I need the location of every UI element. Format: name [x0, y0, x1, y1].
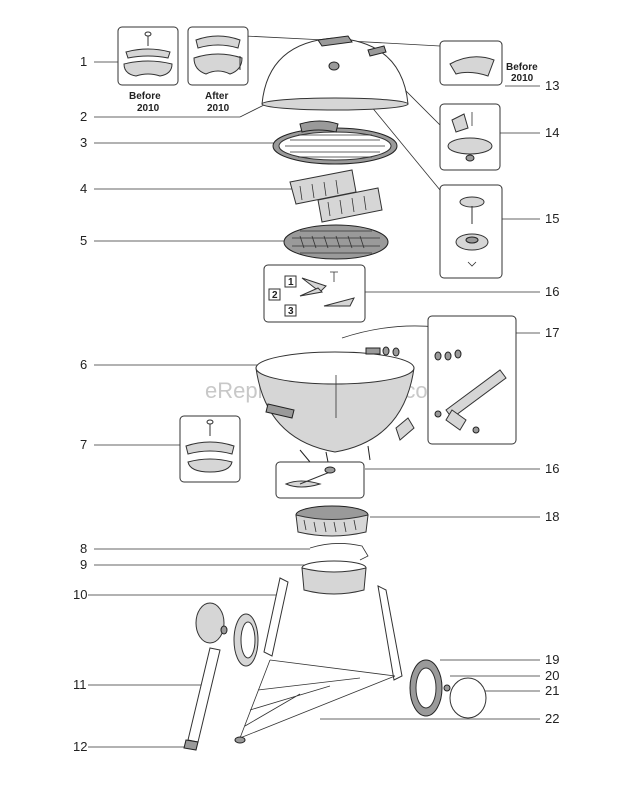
callout-17: 17	[545, 325, 559, 340]
callout-8: 8	[80, 541, 87, 556]
callout-10: 10	[73, 587, 87, 602]
one-touch-cleaning	[295, 505, 369, 537]
grill-legs	[234, 577, 403, 744]
callout-18: 18	[545, 509, 559, 524]
callout-14: 14	[545, 125, 559, 140]
callout-12: 12	[73, 739, 87, 754]
ash-blade-inset	[275, 461, 365, 499]
tool-hook-inset: 1 2 3	[263, 264, 366, 323]
caption-before-1-year: 2010	[137, 103, 160, 114]
inset-number-3: 3	[288, 306, 294, 317]
wheel-right	[409, 659, 487, 719]
wire-clip	[309, 543, 369, 561]
vent-inset-before: Before 2010	[439, 40, 538, 86]
grill-bowl	[255, 351, 415, 463]
thermometer-inset	[439, 184, 503, 279]
callout-4: 4	[80, 181, 87, 196]
callouts-right: 13 14 15 16 17 16 18 19 20 21 22	[545, 78, 559, 726]
cooking-grate	[272, 120, 398, 165]
callout-11: 11	[73, 677, 87, 692]
bowl-handle-inset	[179, 415, 241, 483]
callout-16-b: 16	[545, 461, 559, 476]
callout-21: 21	[545, 683, 559, 698]
callout-16-a: 16	[545, 284, 559, 299]
grill-lid	[261, 35, 409, 111]
callout-5: 5	[80, 233, 87, 248]
callout-22: 22	[545, 711, 559, 726]
callout-15: 15	[545, 211, 559, 226]
damper-inset	[439, 103, 501, 171]
handle-inset-after: After 2010	[187, 26, 249, 114]
callout-1: 1	[80, 54, 87, 69]
callout-6: 6	[80, 357, 87, 372]
wheel-left	[195, 602, 259, 667]
lid-holder-inset	[341, 315, 517, 445]
callout-19: 19	[545, 652, 559, 667]
charcoal-grate	[283, 224, 389, 260]
callout-7: 7	[80, 437, 87, 452]
leg-11	[183, 647, 221, 751]
caption-before-1: Before	[129, 91, 161, 102]
caption-after-1-year: 2010	[207, 103, 230, 114]
callout-13: 13	[545, 78, 559, 93]
handle-inset-before: Before 2010	[117, 26, 179, 114]
callout-3: 3	[80, 135, 87, 150]
callout-9: 9	[80, 557, 87, 572]
caption-before-13-year: 2010	[511, 73, 534, 84]
caption-before-13: Before	[506, 62, 538, 73]
charcoal-baskets	[289, 169, 383, 223]
ash-pan	[301, 560, 367, 595]
inset-number-1: 1	[288, 277, 294, 288]
inset-number-2: 2	[272, 290, 278, 301]
callout-2: 2	[80, 109, 87, 124]
callout-20: 20	[545, 668, 559, 683]
leader-lines	[88, 35, 540, 748]
caption-after-1: After	[205, 91, 228, 102]
callouts-left: 1 2 3 4 5 6 7 8 9 10 11 12	[73, 54, 87, 754]
